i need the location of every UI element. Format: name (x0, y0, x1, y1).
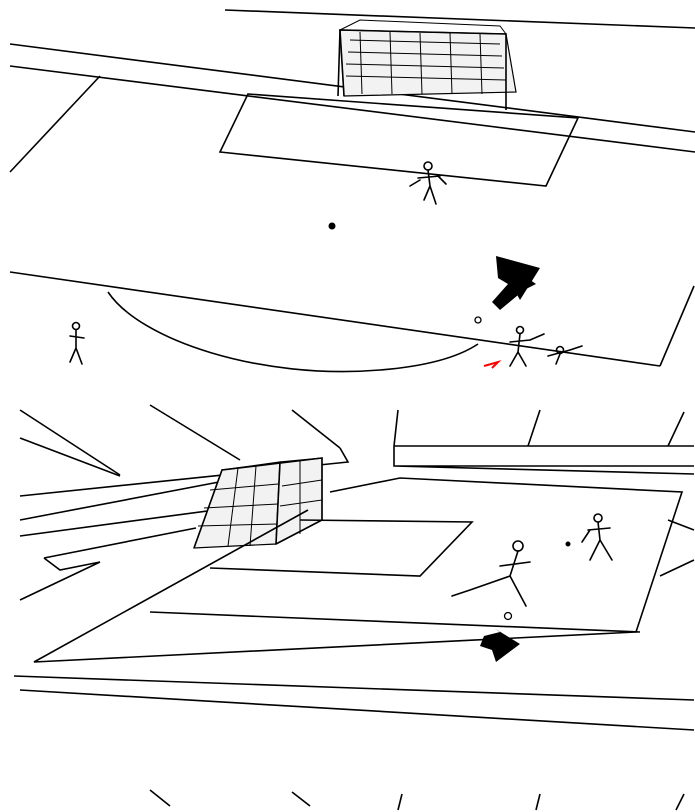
direction-arrow-top (492, 256, 540, 310)
bottom-panel (150, 790, 684, 810)
stand-line-mid-2 (150, 405, 240, 460)
top-goal (338, 20, 516, 110)
side-ball-right (566, 542, 571, 547)
side-tackling-player (452, 541, 530, 606)
tribune-post-3 (668, 412, 684, 446)
stand-line-top-1 (225, 10, 695, 28)
side-goal-line (150, 612, 640, 632)
selection-marker (484, 362, 498, 368)
top-panel (10, 10, 695, 372)
stand-line-bottom-2 (292, 792, 310, 806)
stand-line-mid-1 (20, 410, 120, 475)
left-sideline (10, 76, 100, 172)
tribune-post-1 (394, 410, 398, 446)
stand-line-bottom-3 (398, 794, 402, 810)
right-edge-ticks (660, 520, 694, 576)
tribune-post-2 (528, 410, 540, 446)
goalkeeper-player (410, 162, 446, 204)
stand-line-bottom-5 (676, 794, 684, 810)
side-player-right (582, 514, 612, 560)
top-penalty-area (220, 94, 578, 186)
direction-arrow-side (480, 628, 520, 662)
stand-line-bottom-1 (150, 790, 170, 806)
right-player-2 (548, 346, 582, 364)
side-ball (505, 613, 512, 620)
stand-line-mid-3 (292, 410, 340, 448)
tribune-box (394, 446, 694, 474)
right-sideline (660, 286, 694, 366)
side-pitch-outline (34, 478, 682, 662)
left-wedge (20, 528, 196, 600)
left-player (70, 323, 84, 365)
loose-ball (475, 317, 481, 323)
stand-line-mid-4 (20, 438, 120, 476)
middle-panel (14, 405, 694, 730)
ball (329, 223, 336, 230)
stand-line-bottom-4 (536, 794, 540, 810)
side-goal (194, 458, 322, 548)
